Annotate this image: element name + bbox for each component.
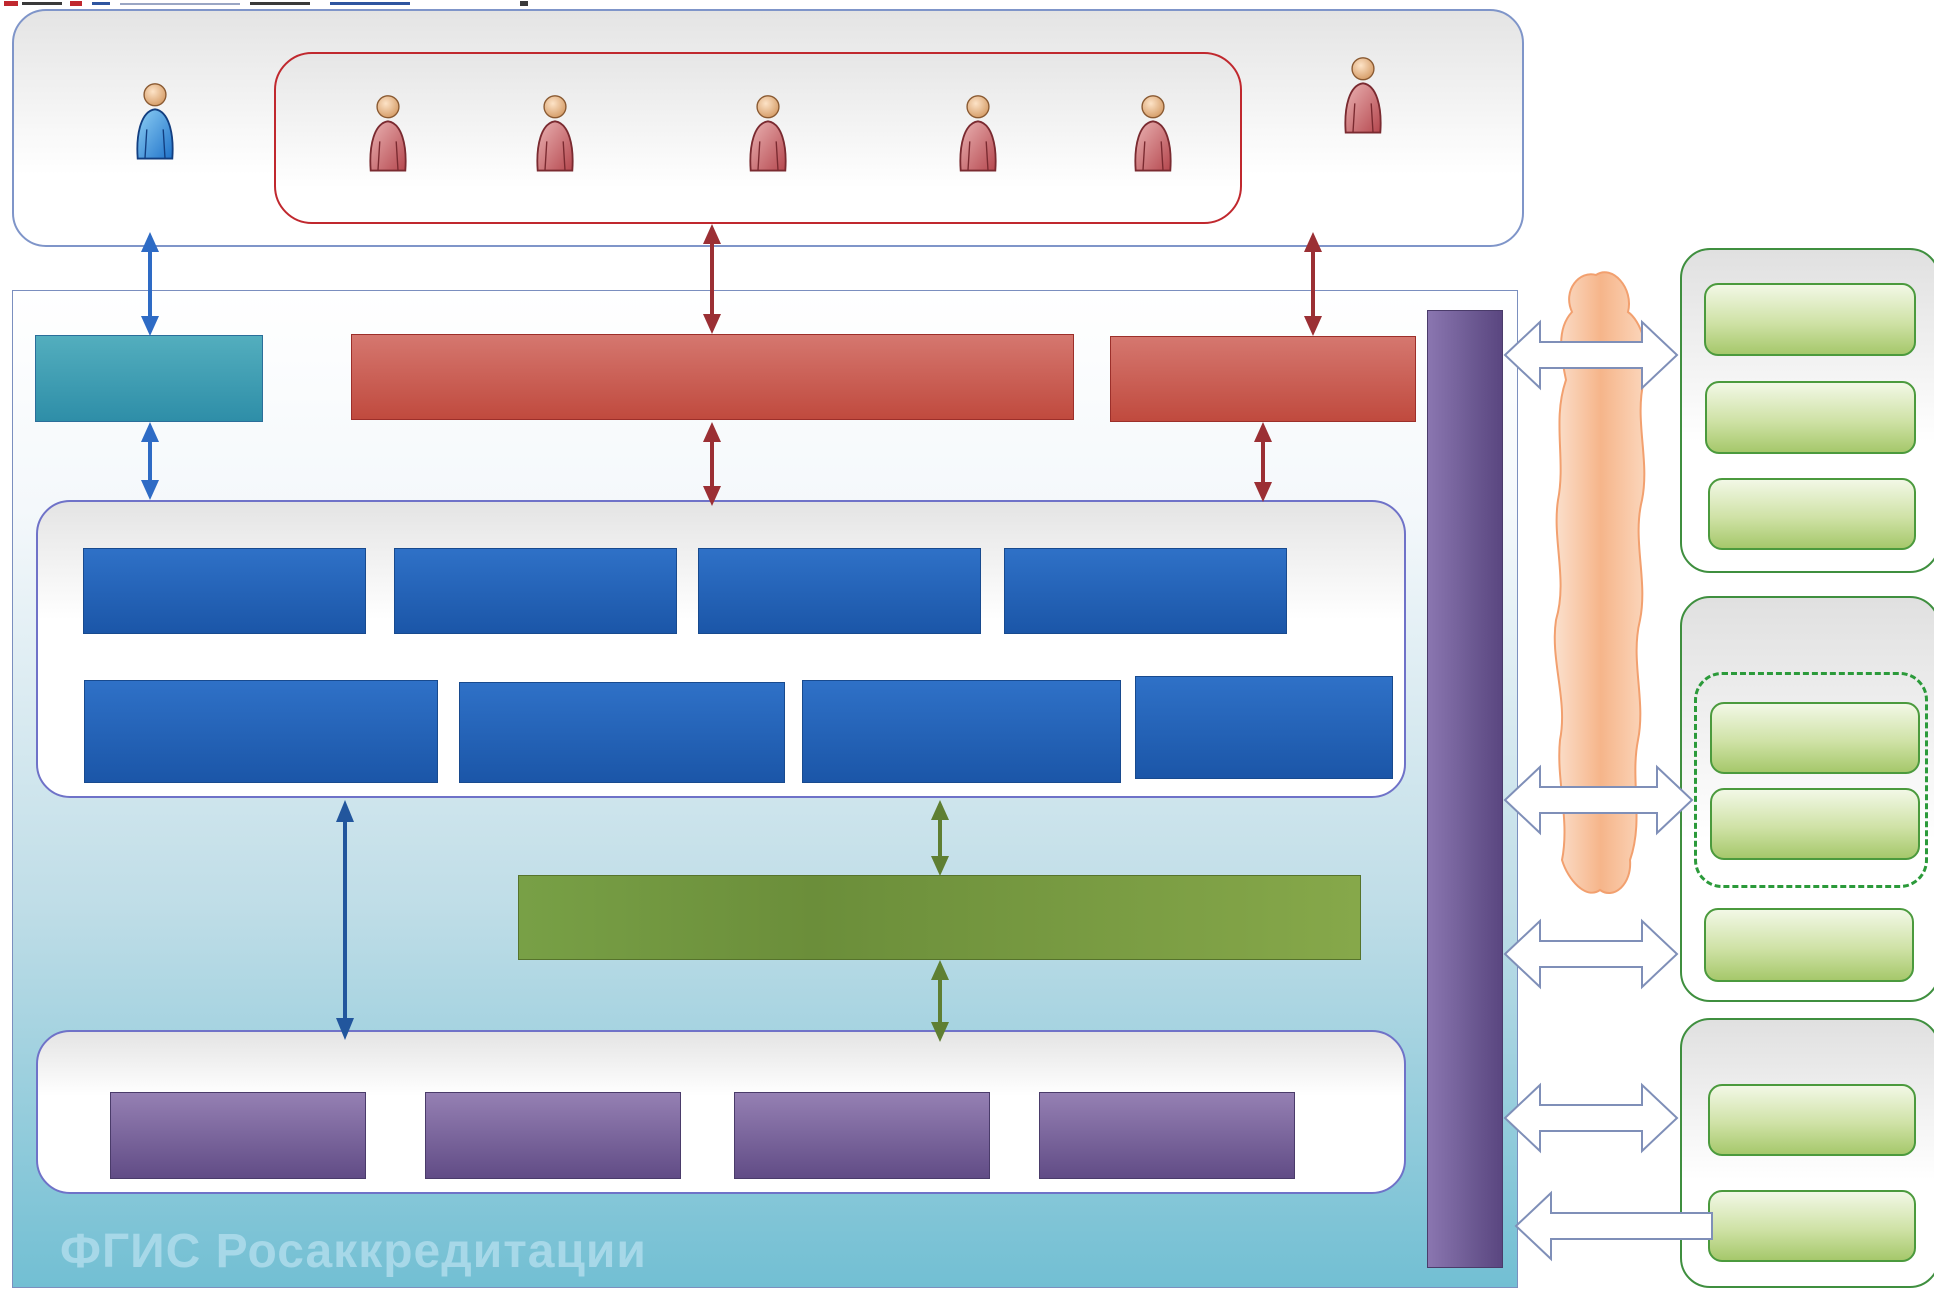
service-block-8 (1135, 676, 1393, 779)
external-system-4 (1710, 702, 1920, 774)
external-system-8 (1708, 1190, 1916, 1262)
external-system-2 (1705, 381, 1916, 454)
service-block-1 (83, 548, 366, 634)
service-block-6 (459, 682, 785, 783)
service-block-3 (698, 548, 981, 634)
exchange-arrow-4 (1503, 1082, 1679, 1154)
service-block-2 (394, 548, 677, 634)
external-system-5 (1710, 788, 1920, 860)
system-label: ФГИС Росаккредитации (60, 1225, 647, 1278)
network-cloud (1553, 271, 1648, 895)
storage-block-4 (1039, 1092, 1295, 1179)
exchange-arrow-2 (1503, 764, 1694, 836)
external-system-7 (1708, 1084, 1916, 1156)
external-system-1 (1704, 283, 1916, 356)
external-portal-box (1110, 336, 1416, 422)
external-system-3 (1708, 478, 1916, 550)
external-systems-dashed-group (1694, 672, 1928, 888)
storage-block-3 (734, 1092, 990, 1179)
service-block-5 (84, 680, 438, 783)
external-users-group (274, 52, 1242, 224)
storage-block-1 (110, 1092, 366, 1179)
service-block-4 (1004, 548, 1287, 634)
public-portal-box (351, 334, 1074, 420)
external-system-6 (1704, 908, 1914, 982)
service-block-7 (802, 680, 1121, 783)
operator-portal-box (35, 335, 263, 422)
exchange-arrow-1 (1503, 319, 1679, 391)
integration-service-bar (518, 875, 1361, 960)
integration-bus (1427, 310, 1503, 1268)
exchange-arrow-3 (1503, 918, 1679, 990)
storage-block-2 (425, 1092, 681, 1179)
top-edge-artifact (4, 1, 528, 6)
